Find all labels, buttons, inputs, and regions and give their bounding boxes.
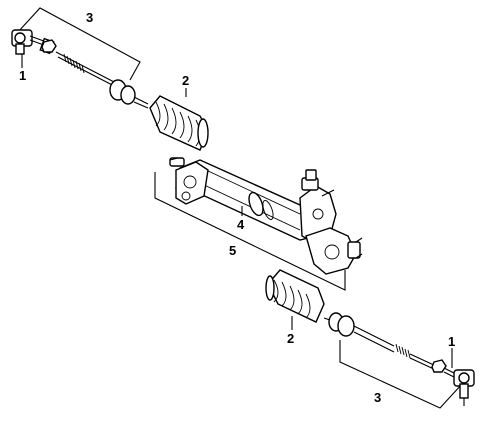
outer-tie-rod-end-bottom (443, 367, 475, 406)
lower-tie-rod-assembly (323, 312, 475, 409)
upper-tie-rod-assembly (11, 7, 149, 109)
callout-3-bracket-bottom (339, 340, 463, 409)
callout-5: 5 (229, 243, 236, 258)
callout-2-top: 2 (182, 73, 189, 88)
callout-4: 4 (237, 217, 245, 232)
inner-tie-rod-bottom (323, 312, 437, 371)
bellows-boot-bottom (265, 269, 325, 330)
callout-3-bottom: 3 (374, 390, 381, 405)
jam-nut-bottom (431, 359, 447, 373)
inner-tie-rod-top (55, 51, 149, 109)
steering-gear-housing (154, 157, 363, 291)
callout-2-bottom: 2 (287, 331, 294, 346)
callout-3-bracket-top (17, 7, 141, 81)
callout-5-bracket (154, 172, 346, 291)
jam-nut-top (41, 39, 57, 53)
callout-1-bottom: 1 (448, 334, 455, 349)
callout-3-top: 3 (86, 10, 93, 25)
bellows-boot-top (149, 88, 209, 151)
callout-1-top: 1 (19, 68, 26, 83)
